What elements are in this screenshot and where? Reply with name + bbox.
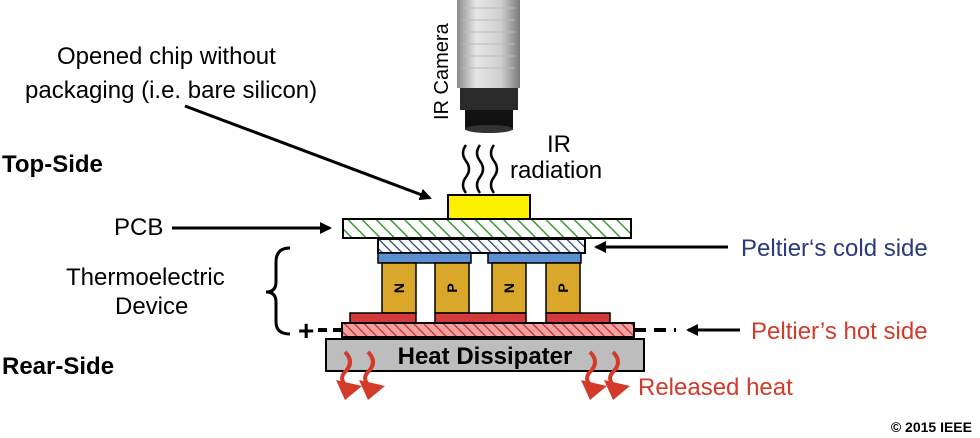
- chip-label-line1: Opened chip without: [57, 43, 276, 70]
- peltier-hot-plate: [341, 322, 635, 338]
- pillar-n-1: [381, 262, 417, 314]
- cold-conductor-right: [487, 252, 582, 264]
- pillar-label-3: N: [501, 283, 517, 293]
- hot-conductor-left: [349, 312, 417, 324]
- thermoelectric-brace: [265, 246, 291, 336]
- ir-radiation-waves-icon: [461, 144, 499, 194]
- chip-pointer-arrow: [184, 104, 432, 201]
- pillar-label-4: P: [555, 283, 571, 292]
- cold-side-label: Peltier‘s cold side: [741, 235, 928, 262]
- pcb-label: PCB: [114, 214, 163, 241]
- hot-conductor-right: [545, 312, 611, 324]
- camera-label: IR Camera: [431, 22, 453, 120]
- ir-radiation-label-line2: radiation: [510, 157, 602, 184]
- rear-side-label: Rear-Side: [2, 353, 114, 380]
- chip: [447, 194, 531, 223]
- plus-terminal: +: [298, 315, 314, 346]
- peltier-cold-plate: [377, 238, 586, 254]
- copyright-notice: © 2015 IEEE: [891, 419, 972, 435]
- pillar-label-1: N: [391, 283, 407, 293]
- top-side-label: Top-Side: [2, 151, 103, 178]
- ir-radiation-label-line1: IR: [547, 131, 571, 158]
- thermoelectric-pillars: N P N P: [381, 262, 581, 314]
- pcb-board: [342, 218, 632, 239]
- chip-label-line2: packaging (i.e. bare silicon): [25, 77, 317, 104]
- pillar-n-2: [491, 262, 527, 314]
- cold-conductor-left: [377, 252, 472, 264]
- thermoelectric-label-line1: Thermoelectric: [66, 264, 225, 291]
- hot-side-label: Peltier’s hot side: [751, 318, 928, 345]
- pillar-label-2: P: [444, 283, 460, 292]
- heat-dissipater-label: Heat Dissipater: [398, 343, 573, 370]
- released-heat-arrowheads-icon: [336, 380, 630, 400]
- pillar-p-2: [545, 262, 581, 314]
- released-heat-label: Released heat: [638, 374, 793, 401]
- ir-camera-icon: [457, 0, 520, 133]
- hot-conductor-mid: [434, 312, 527, 324]
- thermoelectric-label-line2: Device: [115, 293, 188, 320]
